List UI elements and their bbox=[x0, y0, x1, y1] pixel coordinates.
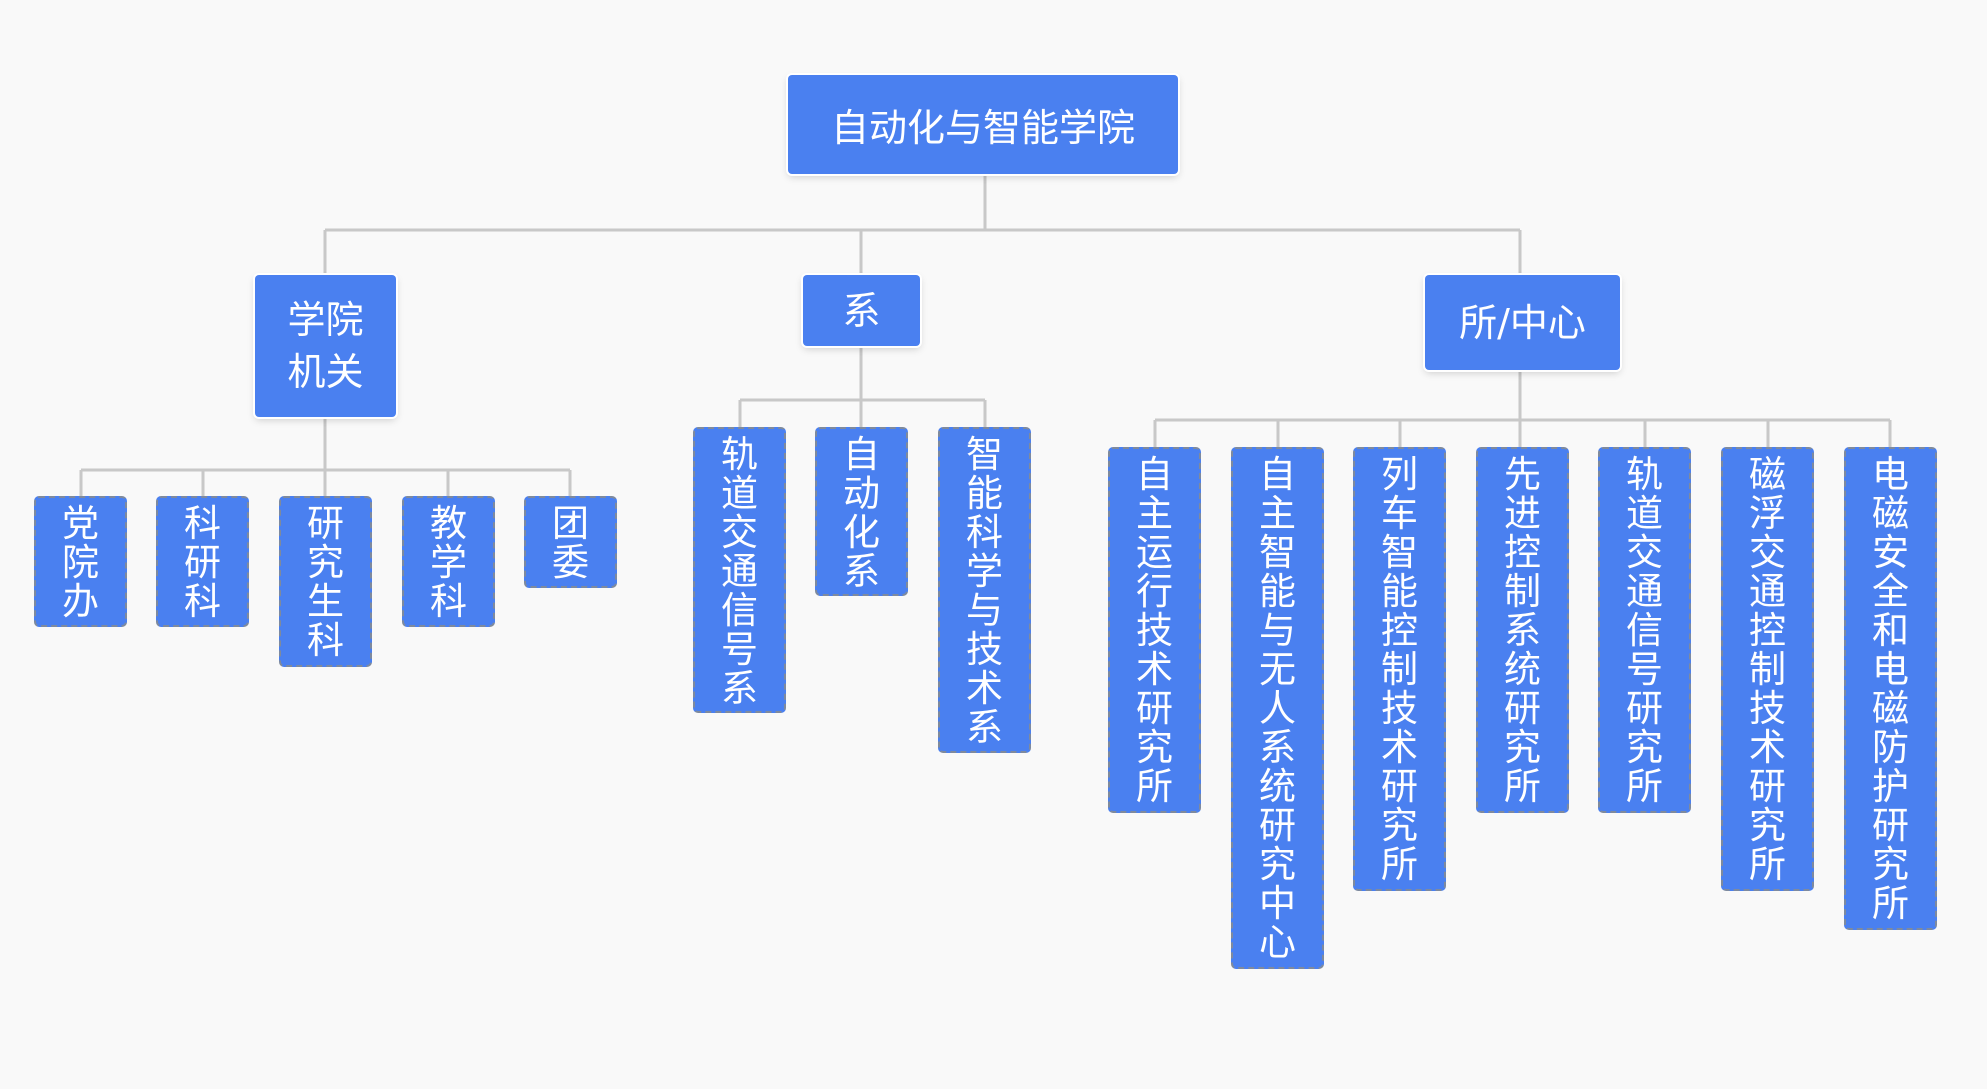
department-node: 轨道交通信号系 bbox=[693, 427, 786, 713]
institute-node: 列车智能控制技术研究所 bbox=[1353, 447, 1446, 891]
department-label: 智能科学与技术系 bbox=[966, 433, 1003, 749]
unit-label: 教学科 bbox=[430, 502, 467, 623]
department-label: 轨道交通信号系 bbox=[721, 433, 758, 710]
unit-label: 科研科 bbox=[184, 502, 221, 623]
institute-node: 自主运行技术研究所 bbox=[1108, 447, 1201, 813]
unit-label: 研究生科 bbox=[307, 502, 344, 662]
unit-label: 党院办 bbox=[62, 502, 99, 623]
institute-label: 磁浮交通控制技术研究所 bbox=[1749, 453, 1786, 886]
institute-node: 先进控制系统研究所 bbox=[1476, 447, 1569, 813]
institute-label: 先进控制系统研究所 bbox=[1504, 453, 1541, 808]
institute-node: 轨道交通信号研究所 bbox=[1598, 447, 1691, 813]
department-node: 智能科学与技术系 bbox=[938, 427, 1031, 753]
department-label: 自动化系 bbox=[843, 433, 880, 593]
institute-node: 自主智能与无人系统研究中心 bbox=[1231, 447, 1324, 969]
connector-group-1 bbox=[738, 346, 987, 427]
connector-root bbox=[323, 174, 1522, 275]
group-label: 所/中心 bbox=[1459, 300, 1586, 345]
unit-node: 科研科 bbox=[156, 496, 249, 627]
group-node-college-office: 学院机关 bbox=[255, 275, 396, 417]
group-node-institutes: 所/中心 bbox=[1425, 275, 1620, 370]
group-label: 系 bbox=[842, 288, 881, 333]
unit-node: 团委 bbox=[524, 496, 617, 588]
institute-label: 列车智能控制技术研究所 bbox=[1381, 453, 1418, 886]
unit-label: 团委 bbox=[552, 502, 589, 584]
institute-label: 轨道交通信号研究所 bbox=[1626, 453, 1663, 808]
institute-label: 自主运行技术研究所 bbox=[1136, 453, 1173, 808]
institute-node: 电磁安全和电磁防护研究所 bbox=[1844, 447, 1937, 930]
institute-label: 自主智能与无人系统研究中心 bbox=[1259, 453, 1296, 964]
unit-node: 研究生科 bbox=[279, 496, 372, 667]
unit-node: 教学科 bbox=[402, 496, 495, 627]
root-node: 自动化与智能学院 bbox=[788, 75, 1178, 174]
connector-group-2 bbox=[1153, 370, 1892, 447]
institute-label: 电磁安全和电磁防护研究所 bbox=[1872, 453, 1909, 925]
group-label: 学院机关 bbox=[287, 298, 364, 394]
department-node: 自动化系 bbox=[815, 427, 908, 596]
root-label: 自动化与智能学院 bbox=[830, 106, 1135, 150]
unit-node: 党院办 bbox=[34, 496, 127, 627]
connector-group-0 bbox=[79, 417, 572, 496]
group-node-departments: 系 bbox=[803, 275, 920, 346]
institute-node: 磁浮交通控制技术研究所 bbox=[1721, 447, 1814, 891]
